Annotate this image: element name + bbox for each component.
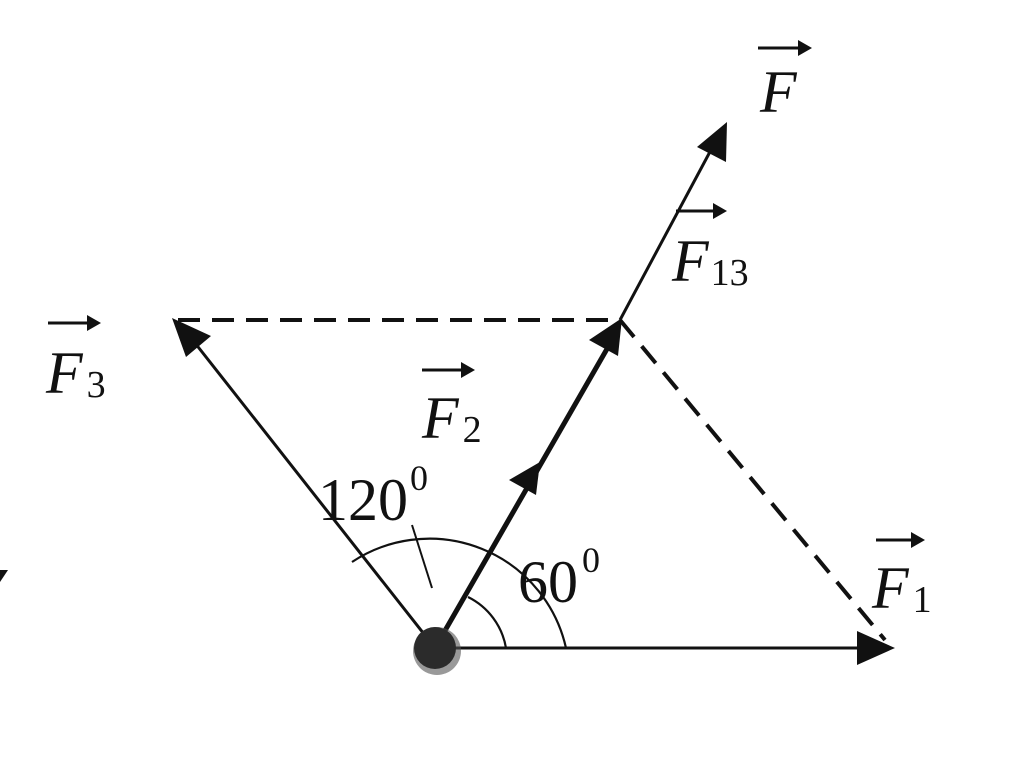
vector-f2-mid-arrowhead xyxy=(509,462,540,495)
label-f1-subscript: 1 xyxy=(913,579,932,621)
origin-particle-core xyxy=(414,627,456,669)
label-f1-letter: F xyxy=(871,555,910,621)
label-f13: F13 xyxy=(671,203,749,294)
vector-f-line xyxy=(618,147,714,321)
vector-f1-arrowhead xyxy=(857,631,895,665)
svg-text:F13: F13 xyxy=(671,228,749,294)
vector-f2-line xyxy=(432,333,618,650)
label-f2-subscript: 2 xyxy=(463,409,482,451)
label-f13-arrow-tip xyxy=(713,203,727,219)
label-f3-subscript: 3 xyxy=(87,364,106,406)
svg-text:F2: F2 xyxy=(421,385,482,451)
angle-120-degree: 0 xyxy=(410,458,428,498)
label-f3-letter: F xyxy=(45,340,84,406)
label-f2-arrow-tip xyxy=(461,362,475,378)
label-f: F xyxy=(758,40,812,125)
svg-text:F: F xyxy=(759,59,798,125)
label-f2-letter: F xyxy=(421,385,460,451)
angle-60-degree: 0 xyxy=(582,540,600,580)
angle-arc-120-outer xyxy=(351,537,568,649)
vector-f13-arrowhead xyxy=(589,318,622,356)
angle-arc-60-inner xyxy=(467,596,508,649)
label-f-letter: F xyxy=(759,59,798,125)
label-f-arrow-tip xyxy=(798,40,812,56)
edge-fragment xyxy=(0,570,8,582)
svg-text:F1: F1 xyxy=(871,555,932,621)
dashed-line-diagonal xyxy=(618,318,887,642)
angle-label-120: 1200 xyxy=(318,458,428,533)
label-f3-arrow-tip xyxy=(87,315,101,331)
svg-text:F3: F3 xyxy=(45,340,106,406)
vector-f3-line xyxy=(193,342,437,649)
angle-120-value: 120 xyxy=(318,467,408,533)
angle-120-pointer xyxy=(411,524,433,589)
vector-f3-arrowhead xyxy=(172,318,211,357)
vector-f-arrowhead xyxy=(697,122,727,162)
label-f1-arrow-tip xyxy=(911,532,925,548)
label-f13-subscript: 13 xyxy=(711,252,749,294)
label-f13-letter: F xyxy=(671,228,710,294)
angle-60-value: 60 xyxy=(518,549,578,615)
